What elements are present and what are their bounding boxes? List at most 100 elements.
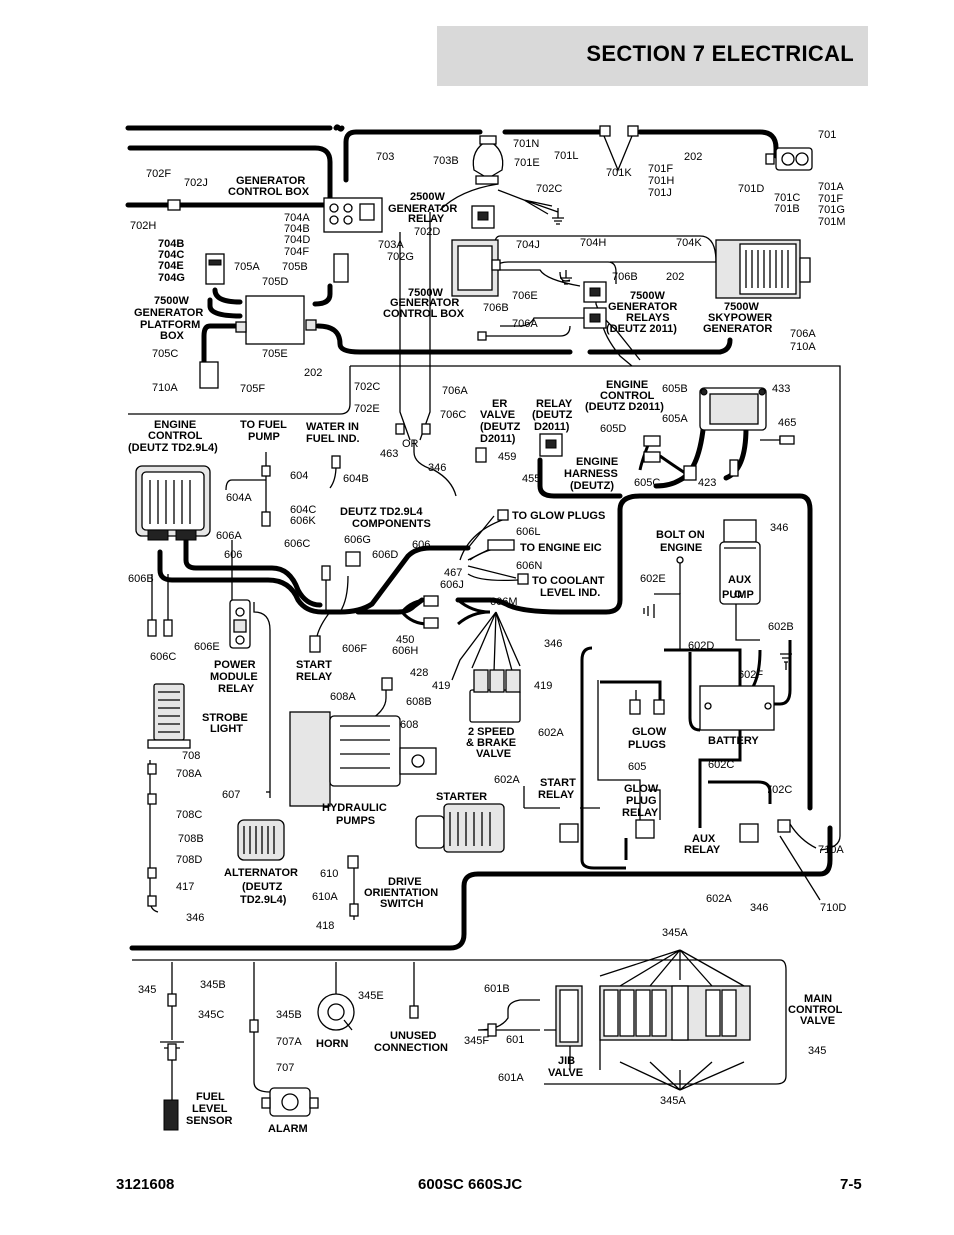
label-418: 418 <box>316 920 334 932</box>
label-708A: 708A <box>176 768 202 780</box>
label-706A-right: 706A <box>790 328 816 340</box>
label-608: 608 <box>400 719 418 731</box>
label-433: 433 <box>772 383 790 395</box>
label-704D: 704D <box>284 234 310 246</box>
label-deutz-td29: (DEUTZ TD2.9L4) <box>128 442 218 454</box>
label-345-left: 345 <box>138 984 156 996</box>
label-power: POWER <box>214 659 256 671</box>
label-706B-b: 706B <box>483 302 509 314</box>
label-701L: 701L <box>554 150 578 162</box>
drive-orientation-switch <box>347 855 359 917</box>
label-606N: 606N <box>516 560 542 572</box>
label-604: 604 <box>290 470 308 482</box>
label-606E: 606E <box>194 641 220 653</box>
label-708B: 708B <box>178 833 204 845</box>
label-fuel: FUEL <box>196 1091 225 1103</box>
label-connection: CONNECTION <box>374 1042 448 1054</box>
label-or: OR <box>402 438 419 450</box>
label-705F: 705F <box>240 383 265 395</box>
glow-plugs <box>629 699 665 715</box>
label-606L: 606L <box>516 526 540 538</box>
label-start-relay-1: START <box>296 659 332 671</box>
label-aux-pump: AUX <box>728 574 752 586</box>
label-606C-top: 606C <box>284 538 310 550</box>
generator-relays-7500w <box>583 281 607 329</box>
label-control-td29: CONTROL <box>148 430 203 442</box>
components-td29-connectors <box>147 509 529 691</box>
relays-start-glow-aux <box>559 819 791 843</box>
label-er: ER <box>492 398 507 410</box>
label-606A: 606A <box>216 530 242 542</box>
label-701E: 701E <box>514 157 540 169</box>
label-relay-d2011: RELAY <box>536 398 573 410</box>
label-202-mid: 202 <box>666 271 684 283</box>
label-606F: 606F <box>342 643 367 655</box>
label-602A-b: 602A <box>494 774 520 786</box>
label-419-right: 419 <box>534 680 552 692</box>
label-345A-top: 345A <box>662 927 688 939</box>
label-706E: 706E <box>512 290 538 302</box>
footer-doc-number: 3121608 <box>116 1176 175 1193</box>
battery <box>699 685 775 731</box>
label-to-glow-plugs: TO GLOW PLUGS <box>512 510 605 522</box>
label-608B: 608B <box>406 696 432 708</box>
label-346-a: 346 <box>428 462 446 474</box>
label-starter: STARTER <box>436 791 487 803</box>
label-2-speed: 2 SPEED <box>468 726 515 738</box>
label-level: LEVEL <box>192 1103 228 1115</box>
label-level-ind: LEVEL IND. <box>540 587 600 599</box>
skypower-generator-7500w <box>715 239 811 299</box>
label-alternator: ALTERNATOR <box>224 867 298 879</box>
label-610A: 610A <box>312 891 338 903</box>
label-704K: 704K <box>676 237 702 249</box>
label-plugs: PLUGS <box>628 739 666 751</box>
label-346-c: 346 <box>544 638 562 650</box>
label-sensor: SENSOR <box>186 1115 233 1127</box>
label-602A-c: 602A <box>706 893 732 905</box>
label-relay-aux: RELAY <box>684 844 721 856</box>
alternator <box>237 819 285 861</box>
label-602F: 602F <box>738 669 763 681</box>
label-345C: 345C <box>198 1009 224 1021</box>
label-control-main: CONTROL <box>788 1004 843 1016</box>
label-704G: 704G <box>158 272 185 284</box>
label-bolt-on: BOLT ON <box>656 529 705 541</box>
label-455: 455 <box>522 473 540 485</box>
label-606K: 606K <box>290 515 316 527</box>
label-plug-relay: PLUG <box>626 795 657 807</box>
label-605C: 605C <box>634 477 660 489</box>
label-701N: 701N <box>513 138 539 150</box>
label-skypower: SKYPOWER <box>708 312 772 324</box>
fuel-pump-connectors <box>261 331 487 527</box>
label-604C: 604C <box>290 504 316 516</box>
label-345B-b: 345B <box>276 1009 302 1021</box>
label-705D: 705D <box>262 276 288 288</box>
generator-platform-box-7500w <box>199 253 349 389</box>
label-valve-2speed: VALVE <box>476 748 511 760</box>
label-704B-left: 704B <box>158 238 184 250</box>
label-relay-pm: RELAY <box>218 683 255 695</box>
label-deutz-d2011: (DEUTZ D2011) <box>585 401 664 413</box>
label-valve-er: VALVE <box>480 409 515 421</box>
label-generator-relays: GENERATOR <box>608 301 677 313</box>
label-606D: 606D <box>372 549 398 561</box>
label-generator-sky: GENERATOR <box>703 323 772 335</box>
label-702F: 702F <box>146 168 171 180</box>
label-605: 605 <box>628 761 646 773</box>
label-710A-right: 710A <box>790 341 816 353</box>
label-701B: 701B <box>774 203 800 215</box>
label-engine-harness: ENGINE <box>576 456 618 468</box>
label-box: BOX <box>160 330 185 342</box>
label-704F: 704F <box>284 246 309 258</box>
label-346-b: 346 <box>770 522 788 534</box>
engine-control-deutz-d2011 <box>699 387 795 445</box>
label-deutz-harness: (DEUTZ) <box>570 480 614 492</box>
label-d2011-relay: D2011) <box>534 421 570 433</box>
label-702G: 702G <box>387 251 414 263</box>
label-components: COMPONENTS <box>352 518 431 530</box>
label-702D: 702D <box>414 226 440 238</box>
label-drive: DRIVE <box>388 876 422 888</box>
label-main: MAIN <box>804 993 832 1005</box>
label-engine-bolt: ENGINE <box>660 542 702 554</box>
label-705B: 705B <box>282 261 308 273</box>
